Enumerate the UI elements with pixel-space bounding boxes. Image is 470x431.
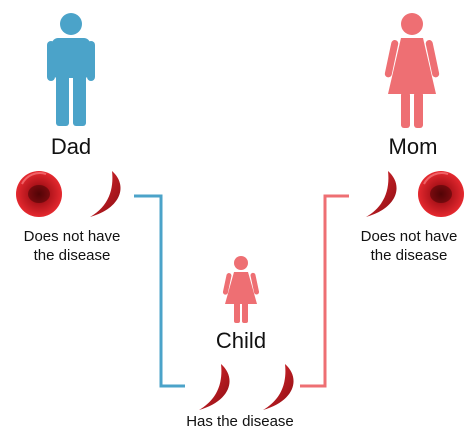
dad-status-line1: Does not have	[23, 228, 121, 245]
dad-sickle-cell-icon	[90, 171, 121, 217]
mom-figure-icon	[384, 13, 440, 128]
mom-status-line1: Does not have	[360, 228, 458, 245]
dad-label: Dad	[50, 134, 92, 159]
dad-to-child-connector	[134, 194, 185, 388]
child-status: Has the disease	[186, 413, 294, 430]
child-figure-icon	[222, 256, 260, 323]
mom-label: Mom	[388, 134, 438, 159]
mom-to-child-connector	[300, 194, 349, 388]
mom-status-line2: the disease	[370, 247, 448, 264]
child-sickle-cell-icon-2	[263, 364, 294, 410]
mom-sickle-cell-icon	[366, 171, 397, 217]
dad-status-line2: the disease	[33, 247, 111, 264]
child-label: Child	[215, 328, 267, 353]
mom-normal-cell-icon	[418, 171, 464, 217]
dad-figure-icon	[47, 13, 95, 126]
dad-normal-cell-icon	[16, 171, 62, 217]
child-sickle-cell-icon-1	[199, 364, 230, 410]
